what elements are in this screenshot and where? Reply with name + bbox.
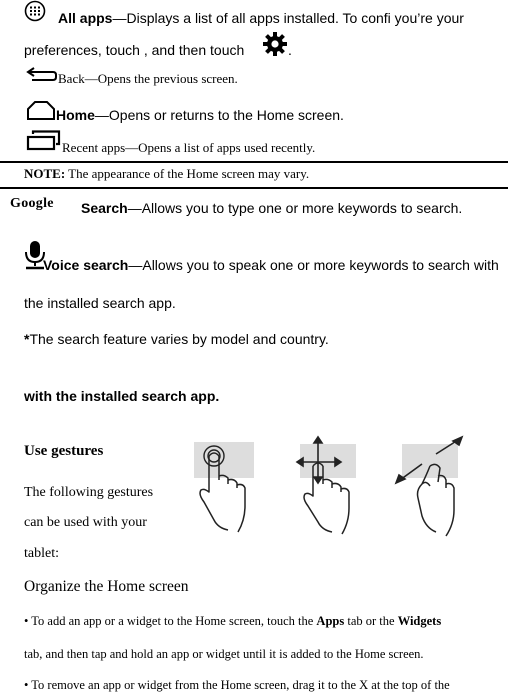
back-desc: —Opens the previous screen. bbox=[84, 71, 238, 86]
all-apps-desc: —Displays a list of all apps installed. … bbox=[112, 10, 464, 26]
drag-gesture-icon bbox=[295, 435, 356, 535]
search-line: Search—Allows you to type one or more ke… bbox=[81, 200, 462, 216]
search-desc: —Allows you to type one or more keywords… bbox=[127, 200, 463, 216]
voice-footnote: The search feature varies by model and c… bbox=[29, 331, 329, 347]
search-label: Search bbox=[81, 200, 128, 216]
note-label: NOTE: bbox=[24, 166, 66, 181]
gear-icon bbox=[263, 32, 287, 56]
home-line: Home—Opens or returns to the Home screen… bbox=[56, 107, 344, 123]
all-apps-desc-2: preferences, touch , and then touch bbox=[24, 42, 245, 58]
all-apps-period: . bbox=[288, 42, 292, 58]
bullet-1-part-b: tab or the bbox=[344, 614, 398, 628]
organize-heading: Organize the Home screen bbox=[24, 578, 189, 595]
microphone-icon bbox=[25, 241, 45, 270]
footnote-star: * bbox=[24, 331, 30, 347]
note-line: NOTE: The appearance of the Home screen … bbox=[24, 166, 309, 182]
voice-label: Voice search bbox=[43, 257, 129, 273]
all-apps-line: All apps—Displays a list of all apps ins… bbox=[58, 10, 464, 26]
widgets-tab-label: Widgets bbox=[397, 614, 442, 628]
voice-desc: —Allows you to speak one or more keyword… bbox=[128, 257, 499, 273]
note-text: The appearance of the Home screen may va… bbox=[65, 166, 310, 181]
apps-tab-label: Apps bbox=[316, 614, 345, 628]
google-logo: Google bbox=[10, 196, 54, 211]
back-label: Back bbox=[58, 71, 85, 86]
gestures-heading: Use gestures bbox=[24, 443, 104, 459]
tap-gesture-icon bbox=[194, 442, 254, 533]
note-bottom-rule bbox=[0, 187, 508, 189]
all-apps-icon bbox=[24, 0, 46, 22]
home-label: Home bbox=[56, 107, 95, 123]
all-apps-line-2: preferences, touch , and then touch bbox=[24, 42, 244, 58]
home-icon bbox=[27, 101, 55, 120]
organize-bullet-1: • To add an app or a widget to the Home … bbox=[24, 614, 441, 629]
all-apps-label: All apps bbox=[58, 10, 113, 26]
home-desc: —Opens or returns to the Home screen. bbox=[94, 107, 344, 123]
note-top-rule bbox=[0, 161, 508, 163]
recent-apps-icon bbox=[26, 130, 61, 151]
recent-desc: —Opens a list of apps used recently. bbox=[125, 140, 316, 155]
voice-bold-line: with the installed search app. bbox=[24, 388, 220, 404]
recent-line: Recent apps—Opens a list of apps used re… bbox=[62, 140, 315, 156]
bullet-1-part-a: • To add an app or a widget to the Home … bbox=[24, 614, 317, 628]
voice-line: Voice search—Allows you to speak one or … bbox=[43, 257, 499, 273]
voice-desc-2: the installed search app. bbox=[24, 295, 176, 311]
recent-label: Recent apps bbox=[62, 140, 126, 155]
gestures-line-2: can be used with your bbox=[24, 515, 147, 530]
pinch-gesture-icon bbox=[394, 435, 464, 537]
voice-footnote-line: *The search feature varies by model and … bbox=[24, 331, 329, 347]
back-line: Back—Opens the previous screen. bbox=[58, 71, 238, 87]
organize-bullet-2: • To remove an app or widget from the Ho… bbox=[24, 678, 450, 692]
gestures-line-1: The following gestures bbox=[24, 485, 154, 500]
organize-bullet-1-cont: tab, and then tap and hold an app or wid… bbox=[24, 647, 424, 661]
gestures-line-3: tablet: bbox=[24, 546, 59, 561]
back-icon bbox=[26, 67, 57, 81]
